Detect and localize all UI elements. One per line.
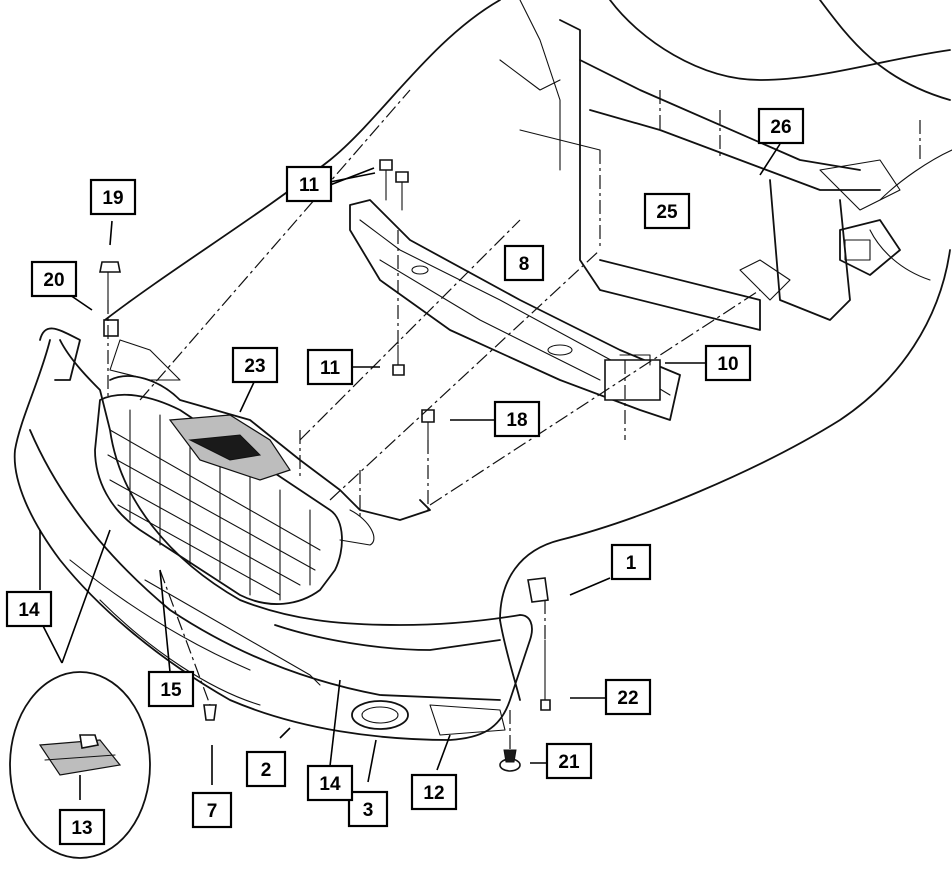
callout-25: 25	[643, 192, 691, 230]
callout-23: 23	[231, 346, 279, 384]
callout-label: 14	[18, 600, 40, 621]
callout-1: 1	[610, 543, 652, 581]
callout-label: 2	[261, 760, 272, 781]
push-pin-icon	[203, 704, 217, 721]
callout-label: 12	[423, 783, 444, 804]
detail-inset-circle	[9, 671, 151, 859]
bolt-icon	[421, 409, 435, 423]
bracket-icon	[527, 577, 549, 603]
callout-14-center: 14	[306, 764, 354, 802]
front-fascia	[13, 327, 533, 741]
callout-14-left: 14	[5, 590, 53, 628]
callout-label: 3	[363, 800, 374, 821]
callout-13: 13	[58, 808, 106, 846]
callout-label: 20	[43, 270, 64, 291]
callout-10: 10	[704, 344, 752, 382]
callout-11-upper: 11	[285, 165, 333, 203]
callout-2: 2	[245, 750, 287, 788]
callout-label: 22	[617, 688, 638, 709]
grille	[94, 393, 343, 605]
callout-label: 11	[299, 175, 320, 196]
callout-18: 18	[493, 400, 541, 438]
callout-15: 15	[147, 670, 195, 708]
callout-label: 11	[320, 358, 341, 379]
callout-label: 18	[506, 410, 527, 431]
callout-26: 26	[757, 107, 805, 145]
callout-label: 15	[160, 680, 182, 701]
callout-label: 23	[244, 356, 265, 377]
callout-label: 1	[626, 553, 637, 574]
radiator-support-frame	[499, 0, 901, 331]
callout-21: 21	[545, 742, 593, 780]
callout-label: 8	[519, 254, 530, 275]
grille-upper-support	[109, 339, 431, 546]
bumper-reinforcement-beam	[349, 199, 681, 421]
callout-8: 8	[503, 244, 545, 282]
callout-22: 22	[604, 678, 652, 716]
callout-3: 3	[347, 790, 389, 828]
fasteners	[99, 159, 551, 772]
callout-label: 21	[558, 752, 580, 773]
clip-icon	[103, 319, 119, 337]
assembly-lines	[107, 89, 921, 750]
callout-19: 19	[89, 178, 137, 216]
leader-lines	[39, 143, 781, 800]
callout-12: 12	[410, 773, 458, 811]
bolt-icon	[395, 171, 409, 183]
callout-label: 10	[717, 354, 738, 375]
callout-label: 13	[71, 818, 92, 839]
callout-label: 7	[207, 801, 218, 822]
screw-icon	[540, 699, 551, 711]
callout-20: 20	[30, 260, 78, 298]
nut-icon	[99, 261, 121, 273]
callout-label: 25	[656, 202, 678, 223]
callout-7: 7	[191, 791, 233, 829]
bolt-icon	[392, 364, 405, 376]
vehicle-body-outline	[104, 0, 952, 701]
callout-label: 14	[319, 774, 341, 795]
callout-11-lower: 11	[306, 348, 354, 386]
bolt-icon	[379, 159, 393, 171]
callout-label: 19	[102, 188, 123, 209]
callout-label: 26	[770, 117, 791, 138]
